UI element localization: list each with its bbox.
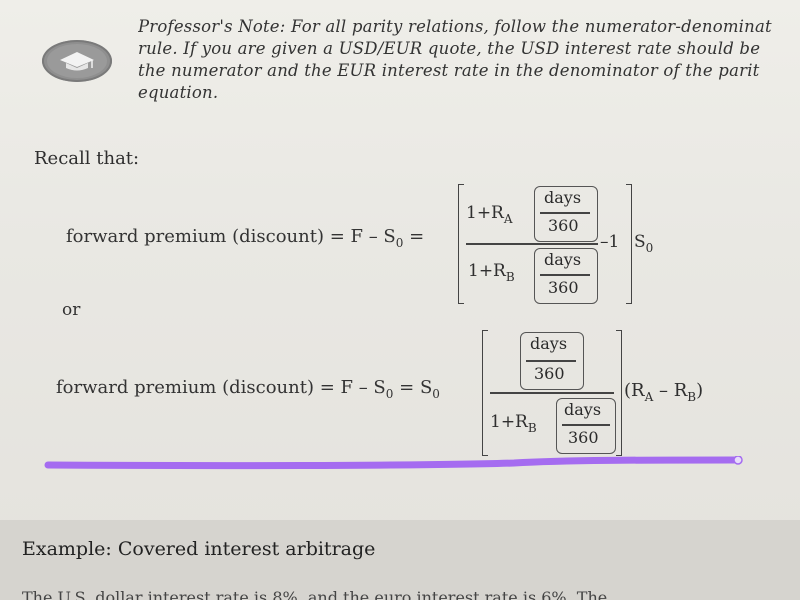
- note-line-3: the numerator and the EUR interest rate …: [138, 61, 760, 80]
- eq2-rate-difference: (RA – RB): [624, 380, 703, 404]
- eq2-num-days-line: [526, 360, 576, 362]
- eq2-equals-sub: 0: [432, 387, 440, 401]
- eq1-equals: =: [409, 226, 425, 247]
- equation-1-label: forward premium (discount) = F – S0 =: [66, 226, 424, 250]
- eq2-num-paren: [520, 332, 584, 390]
- eq1-minus-one: –1: [600, 232, 620, 252]
- eq2-tail-sub-b: B: [687, 390, 697, 404]
- eq2-tail-sub-a: A: [644, 390, 654, 404]
- eq2-equals: = S: [399, 377, 433, 398]
- eq1-den-days: days: [544, 250, 582, 269]
- eq2-den-days-line: [562, 424, 610, 426]
- eq2-den-sub: B: [527, 421, 537, 435]
- equation-2-label: forward premium (discount) = F – S0 = S0: [56, 377, 440, 401]
- highlight-underline: [44, 456, 743, 470]
- graduation-cap-icon: [42, 40, 112, 82]
- professors-note: Professor's Note: For all parity relatio…: [138, 16, 798, 104]
- eq1-label-text: forward premium (discount) = F – S: [66, 226, 396, 247]
- eq1-den-sub: B: [505, 270, 515, 284]
- eq1-num-sub: A: [503, 212, 513, 226]
- eq1-s-sub: 0: [645, 241, 654, 255]
- eq2-tail-mid: – R: [653, 380, 688, 401]
- eq1-s: S: [634, 232, 646, 252]
- eq1-num-days: days: [544, 188, 582, 207]
- note-line-1: Professor's Note: For all parity relatio…: [138, 17, 772, 36]
- eq1-num-days-line: [540, 212, 590, 214]
- eq1-num-paren: [534, 186, 598, 242]
- or-connector: or: [62, 300, 81, 320]
- eq2-den-one-plus: 1+R: [490, 412, 528, 432]
- eq1-left-bracket: [458, 184, 464, 304]
- eq1-denominator-term: 1+RB: [468, 261, 515, 284]
- example-heading: Example: Covered interest arbitrage: [22, 538, 376, 560]
- eq2-denominator-term: 1+RB: [490, 412, 537, 435]
- eq2-right-bracket: [616, 330, 622, 456]
- eq2-den-360: 360: [568, 428, 599, 447]
- eq1-main-fraction-line: [466, 243, 598, 245]
- eq1-den-360: 360: [548, 278, 579, 297]
- eq2-num-days: days: [530, 334, 568, 353]
- eq1-numerator-term: 1+RA: [466, 203, 513, 226]
- eq2-label-text: forward premium (discount) = F – S: [56, 377, 386, 398]
- eq2-tail-close: ): [696, 380, 704, 401]
- recall-heading: Recall that:: [34, 148, 140, 169]
- eq2-label-sub: 0: [385, 387, 394, 401]
- eq1-label-sub: 0: [395, 236, 404, 250]
- eq2-main-fraction-line: [490, 392, 614, 394]
- eq1-num-one-plus: 1+R: [466, 203, 504, 223]
- eq1-den-paren: [534, 248, 598, 304]
- eq1-num-360: 360: [548, 216, 579, 235]
- eq1-den-days-line: [540, 274, 590, 276]
- eq2-den-days: days: [564, 400, 602, 419]
- eq2-den-paren: [556, 398, 616, 454]
- example-band: [0, 520, 800, 600]
- note-line-4: equation.: [138, 83, 219, 102]
- eq2-tail-open: (R: [624, 380, 645, 401]
- eq2-left-bracket: [482, 330, 488, 456]
- eq1-den-one-plus: 1+R: [468, 261, 506, 281]
- eq1-s0: S0: [634, 232, 653, 255]
- note-line-2: rule. If you are given a USD/EUR quote, …: [138, 39, 761, 58]
- cutoff-paragraph: The U.S. dollar interest rate is 8%, and…: [22, 588, 608, 600]
- eq2-num-360: 360: [534, 364, 565, 383]
- eq1-right-bracket: [626, 184, 632, 304]
